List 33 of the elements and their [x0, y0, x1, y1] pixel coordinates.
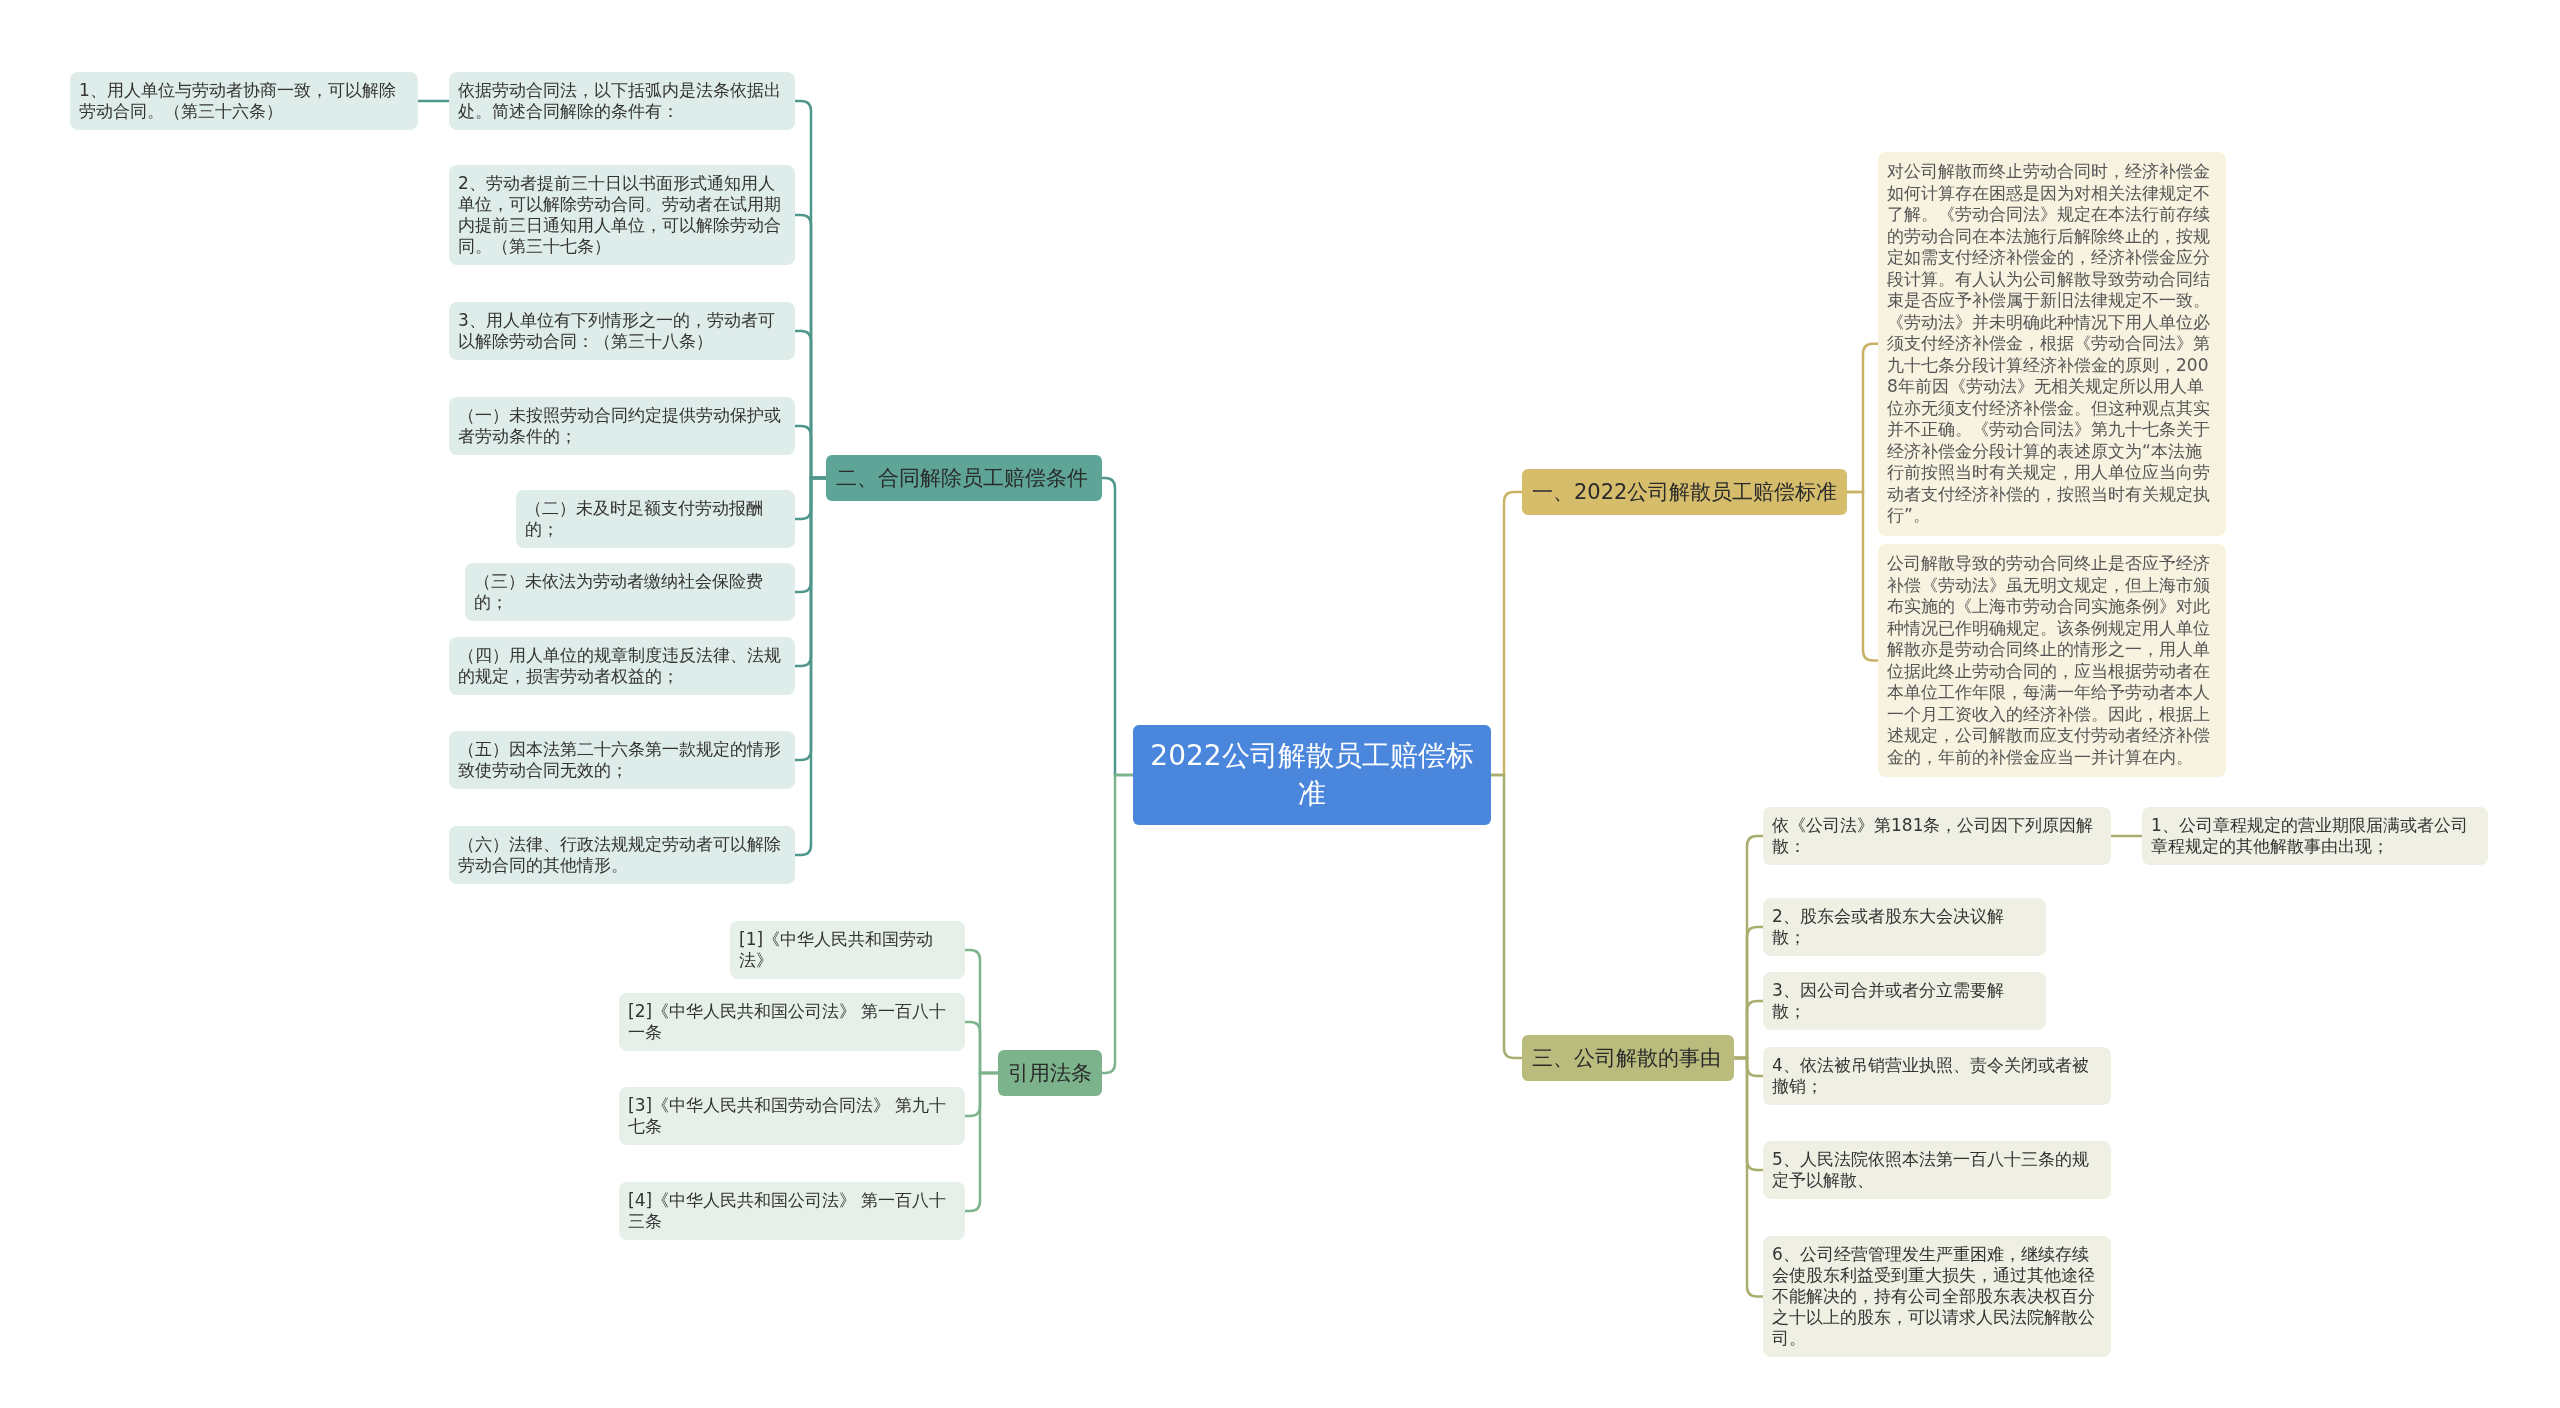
branch-topic-box: 一、2022公司解散员工赔偿标准	[1522, 469, 1847, 515]
subtopic-box: 3、因公司合并或者分立需要解散；	[1763, 972, 2046, 1030]
subtopic-box: 依据劳动合同法，以下括弧内是法条依据出处。简述合同解除的条件有：	[449, 72, 795, 130]
subtopic-box: 1、公司章程规定的营业期限届满或者公司章程规定的其他解散事由出现；	[2142, 807, 2488, 865]
subtopic-box: [2]《中华人民共和国公司法》 第一百八十一条	[619, 993, 965, 1051]
subtopic-box: [4]《中华人民共和国公司法》 第一百八十三条	[619, 1182, 965, 1240]
subtopic-box: 2、股东会或者股东大会决议解散；	[1763, 898, 2046, 956]
subtopic-box: （五）因本法第二十六条第一款规定的情形致使劳动合同无效的；	[449, 731, 795, 789]
subtopic-box: 3、用人单位有下列情形之一的，劳动者可以解除劳动合同：（第三十八条）	[449, 302, 795, 360]
subtopic-box: 5、人民法院依照本法第一百八十三条的规定予以解散、	[1763, 1141, 2111, 1199]
branch-topic-box: 引用法条	[998, 1050, 1102, 1096]
central-topic-box: 2022公司解散员工赔偿标准	[1133, 725, 1491, 825]
connector-line	[795, 476, 826, 857]
subtopic-box: 依《公司法》第181条，公司因下列原因解散：	[1763, 807, 2111, 865]
connector-line	[2111, 834, 2142, 838]
subtopic-box: 4、依法被吊销营业执照、责令关闭或者被撤销；	[1763, 1047, 2111, 1105]
subtopic-box: （四）用人单位的规章制度违反法律、法规的规定，损害劳动者权益的；	[449, 637, 795, 695]
subtopic-box: [1]《中华人民共和国劳动法》	[730, 921, 965, 979]
connector-line	[1102, 773, 1133, 1075]
subtopic-box: （一）未按照劳动合同约定提供劳动保护或者劳动条件的；	[449, 397, 795, 455]
subtopic-box: 2、劳动者提前三十日以书面形式通知用人单位，可以解除劳动合同。劳动者在试用期内提前三日通知用人单位，可以解除劳动合同。（第三十七条）	[449, 165, 795, 265]
subtopic-box: 6、公司经营管理发生严重困难，继续存续会使股东利益受到重大损失，通过其他途径不能解决的，持有公司全部股东表决权百分之十以上的股东，可以请求人民法院解散公司。	[1763, 1236, 2111, 1357]
subtopic-box: [3]《中华人民共和国劳动合同法》 第九十七条	[619, 1087, 965, 1145]
connector-line	[418, 99, 449, 103]
subtopic-box: （六）法律、行政法规规定劳动者可以解除劳动合同的其他情形。	[449, 826, 795, 884]
connector-line	[1491, 773, 1522, 1060]
subtopic-box: 1、用人单位与劳动者协商一致，可以解除劳动合同。（第三十六条）	[70, 72, 418, 130]
branch-topic-box: 三、公司解散的事由	[1522, 1035, 1734, 1081]
subtopic-box: （二）未及时足额支付劳动报酬的；	[516, 490, 795, 548]
paragraph-box: 公司解散导致的劳动合同终止是否应予经济补偿《劳动法》虽无明文规定，但上海市颁布实施的《上海市劳动合同实施条例》对此种情况已作明确规定。该条例规定用人单位解散亦是劳动合同终止的情形之一，用人单位据此终止劳动合同的，应当根据劳动者在本单位工作年限，每满一年给予劳动者本人一个月工资收入的经济补偿。因此，根据上述规定，公司解散而应支付劳动者经济补偿金的，年前的补偿金应当一并计算在内。	[1878, 544, 2226, 777]
branch-topic-box: 二、合同解除员工赔偿条件	[826, 455, 1102, 501]
paragraph-box: 对公司解散而终止劳动合同时，经济补偿金如何计算存在困惑是因为对相关法律规定不了解。《劳动合同法》规定在本法行前存续的劳动合同在本法施行后解除终止的，按规定如需支付经济补偿金的，经济补偿金应分段计算。有人认为公司解散导致劳动合同结束是否应予补偿属于新旧法律规定不一致。《劳动法》并未明确此种情况下用人单位必须支付经济补偿金，根据《劳动合同法》第九十七条分段计算经济补偿金的原则，2008年前因《劳动法》无相关规定所以用人单位亦无须支付经济补偿金。但这种观点其实并不正确。《劳动合同法》第九十七条关于经济补偿金分段计算的表述原文为“本法施行前按照当时有关规定，用人单位应当向劳动者支付经济补偿的，按照当时有关规定执行”。	[1878, 152, 2226, 536]
subtopic-box: （三）未依法为劳动者缴纳社会保险费的；	[465, 563, 795, 621]
